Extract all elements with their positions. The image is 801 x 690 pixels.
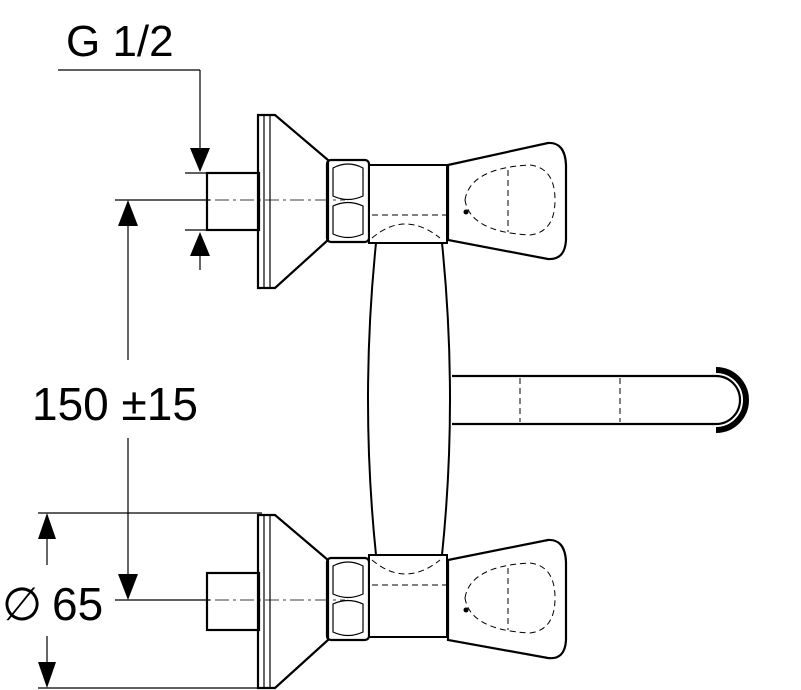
lower-handle: [446, 538, 568, 660]
center-distance-dimension: 150 ±15: [32, 199, 210, 601]
rosette-diameter-dimension: ∅ 65: [2, 512, 262, 689]
lower-connection: [140, 513, 371, 690]
diameter-label: 65: [52, 578, 103, 630]
diameter-symbol: ∅: [2, 578, 42, 630]
thread-label: G 1/2: [66, 17, 174, 66]
mixer-body: [367, 164, 451, 638]
spout: [452, 367, 749, 433]
upper-connection: [140, 113, 371, 290]
center-distance-label: 150 ±15: [32, 378, 198, 430]
thread-dimension: G 1/2: [58, 17, 210, 270]
upper-handle: [446, 141, 568, 261]
